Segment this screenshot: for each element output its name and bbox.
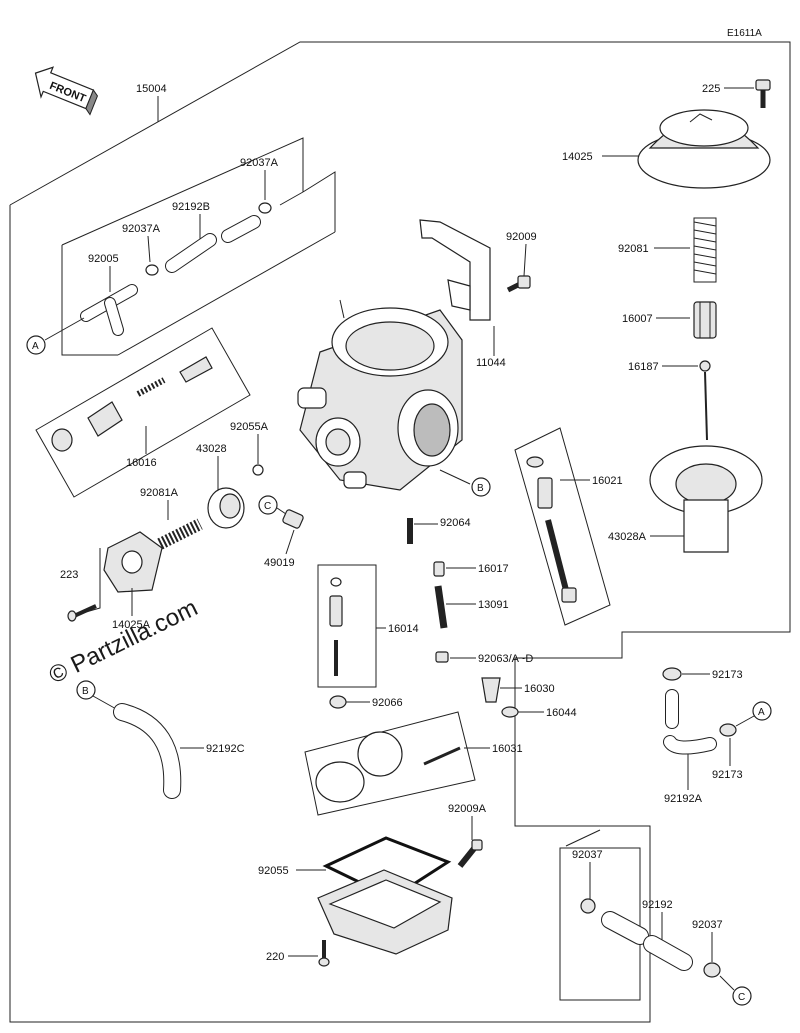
spring-92081 [693,217,717,283]
part-label-14025A: 14025A [112,619,151,631]
assembly-boundary [9,41,791,1023]
part-label-92063: 92063/A~D [478,653,533,665]
callout-b-left [76,680,96,700]
cover-14025A [103,531,163,593]
needle-jet-group-16021 [526,456,577,603]
valve-49019 [282,509,304,529]
part-label-16017: 16017 [478,563,509,575]
part-label-92066: 92066 [372,697,403,709]
float-valve-16030 [481,677,501,703]
pilot-screw-16016 [51,356,213,452]
callout-c-right-text: C [738,992,745,1003]
part-label-92173-second: 92173 [712,769,743,781]
tube-92192B [165,215,261,273]
part-label-92081A: 92081A [140,487,179,499]
screw-220 [318,940,330,967]
t-fitting-92005 [80,284,138,336]
clip-92037A-top [258,202,272,214]
part-label-92009: 92009 [506,231,537,243]
clip-92173-top [662,667,682,681]
part-label-92037-left: 92037 [572,849,603,861]
jet-16017 [433,561,445,577]
clip-92173-second [719,723,737,737]
needle-group-16014 [329,577,343,676]
part-label-92037-right: 92037 [692,919,723,931]
float-16031 [315,731,461,803]
jet-needle-16187 [699,360,711,441]
callout-a-left [26,335,46,355]
needle-jet-13091 [434,585,448,629]
part-label-49019: 49019 [264,557,295,569]
plug-92066 [329,695,347,709]
o-ring-92055A [252,464,264,476]
part-label-43028: 43028 [196,443,227,455]
clip-92037A-second [145,264,159,276]
part-label-16014: 16014 [388,623,419,635]
part-label-92005: 92005 [88,253,119,265]
part-label-92009A: 92009A [448,803,487,815]
float-bowl [317,869,453,955]
part-label-43028A: 43028A [608,531,647,543]
callout-c-left-text: C [264,501,271,512]
screw-92009A [457,839,483,868]
tube-92192 [601,911,693,971]
hose-92192A [663,689,717,755]
callout-c-right [732,986,752,1006]
part-label-92055: 92055 [258,865,289,877]
part-label-92192B: 92192B [172,201,210,213]
part-label-92192C: 92192C [206,743,245,755]
part-label-16007: 16007 [622,313,653,325]
part-label-16030: 16030 [524,683,555,695]
part-label-92037A-top: 92037A [240,157,279,169]
part-label-92064: 92064 [440,517,471,529]
part-label-11044: 11044 [476,357,506,369]
part-label-92055A: 92055A [230,421,269,433]
front-arrow-icon: FRONT [34,66,99,116]
diagram-code: E1611A [727,28,762,39]
hose-92192C [113,703,182,799]
part-label-16044: 16044 [546,707,577,719]
callout-b-left-text: B [82,686,89,697]
part-label-225: 225 [702,83,720,95]
callout-a-right [752,701,772,721]
part-label-16016: 16016 [126,457,157,469]
clip-92037-right [703,962,721,978]
part-label-92037A-second: 92037A [122,223,161,235]
nut-92063 [435,651,449,663]
part-label-92192A: 92192A [664,793,703,805]
callout-b-center-text: B [477,483,484,494]
diaphragm-43028A [649,445,763,553]
part-label-223: 223 [60,569,78,581]
callout-a-left-text: A [32,341,39,352]
part-label-92192: 92192 [642,899,673,911]
part-label-16021: 16021 [592,475,623,487]
part-label-15004: 15004 [136,83,167,95]
watermark-text: © Partzilla.com [45,594,202,689]
top-cover-14025 [637,109,771,189]
carburetor-body [297,299,463,491]
callout-b-center [471,477,491,497]
part-label-16187: 16187 [628,361,659,373]
part-label-92173-top: 92173 [712,669,743,681]
spring-92081A [157,518,203,550]
bracket-11044 [419,219,491,321]
screw-223 [67,604,97,622]
needle-holder-16007 [693,301,717,339]
part-label-13091: 13091 [478,599,509,611]
callout-c-left [258,495,278,515]
callout-a-right-text: A [758,707,765,718]
part-label-92081: 92081 [618,243,649,255]
diaphragm-43028 [207,487,245,529]
part-label-14025: 14025 [562,151,593,163]
screw-92009 [506,275,531,293]
clip-92037-left [580,898,596,914]
screw-225 [755,79,771,108]
part-label-16031: 16031 [492,743,523,755]
part-label-220: 220 [266,951,284,963]
clip-16044 [501,706,519,718]
